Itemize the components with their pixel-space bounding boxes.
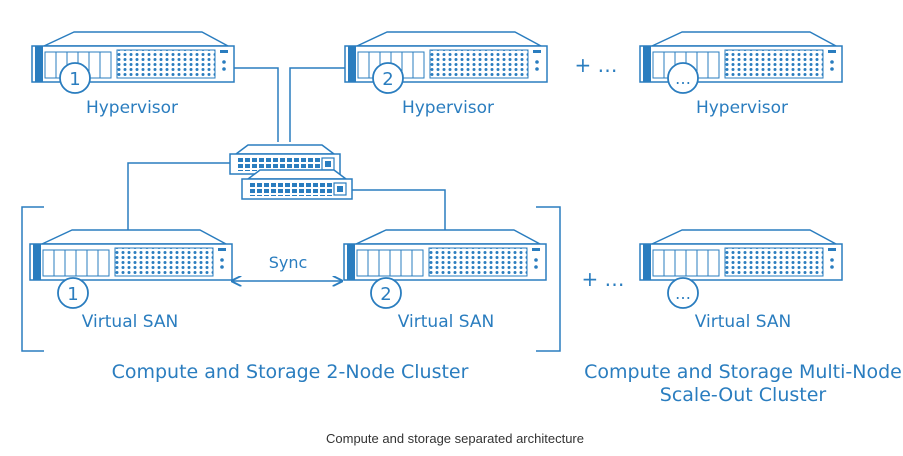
- hypervisor-more-indicator: + …: [574, 53, 617, 77]
- cluster-multinode-title-line2: Scale-Out Cluster: [660, 384, 827, 406]
- san-1-label: Virtual SAN: [82, 312, 178, 332]
- cluster-bracket-left: [21, 206, 44, 352]
- san-n-number: …: [675, 284, 691, 303]
- san-server-n: …: [639, 229, 843, 309]
- server-number-badge: [667, 62, 699, 94]
- cluster-bracket-right: [536, 206, 561, 352]
- server-number-badge: [370, 277, 402, 309]
- hypervisor-server-n: …: [639, 31, 843, 94]
- san-n-label: Virtual SAN: [695, 312, 791, 332]
- server-number-badge: [372, 62, 404, 94]
- link-switch-san-2: [352, 189, 446, 232]
- hypervisor-2-label: Hypervisor: [402, 98, 494, 118]
- hypervisor-n-number: …: [675, 69, 691, 88]
- hypervisor-1-number: 1: [69, 69, 80, 90]
- san-2-label: Virtual SAN: [398, 312, 494, 332]
- link-hypervisor-1-switch: [226, 67, 279, 142]
- hypervisor-2-number: 2: [382, 69, 393, 90]
- network-switch-bottom: [241, 169, 353, 200]
- san-server-1: 1: [29, 229, 233, 309]
- link-hypervisor-2-switch: [289, 67, 346, 142]
- hypervisor-server-2: 2: [344, 31, 548, 94]
- server-number-badge: [57, 277, 89, 309]
- san-1-number: 1: [67, 284, 78, 305]
- san-server-2: 2: [343, 229, 547, 309]
- san-more-indicator: + …: [581, 267, 624, 291]
- server-number-badge: [667, 277, 699, 309]
- san-2-number: 2: [380, 284, 391, 305]
- cluster-multinode-title-line1: Compute and Storage Multi-Node: [584, 361, 902, 383]
- server-number-badge: [59, 62, 91, 94]
- hypervisor-n-label: Hypervisor: [696, 98, 788, 118]
- hypervisor-server-1: 1: [31, 31, 235, 94]
- sync-label: Sync: [269, 253, 308, 272]
- cluster-2node-title: Compute and Storage 2-Node Cluster: [112, 361, 469, 383]
- link-switch-san-1: [127, 162, 232, 232]
- hypervisor-1-label: Hypervisor: [86, 98, 178, 118]
- figure-caption: Compute and storage separated architectu…: [326, 431, 584, 446]
